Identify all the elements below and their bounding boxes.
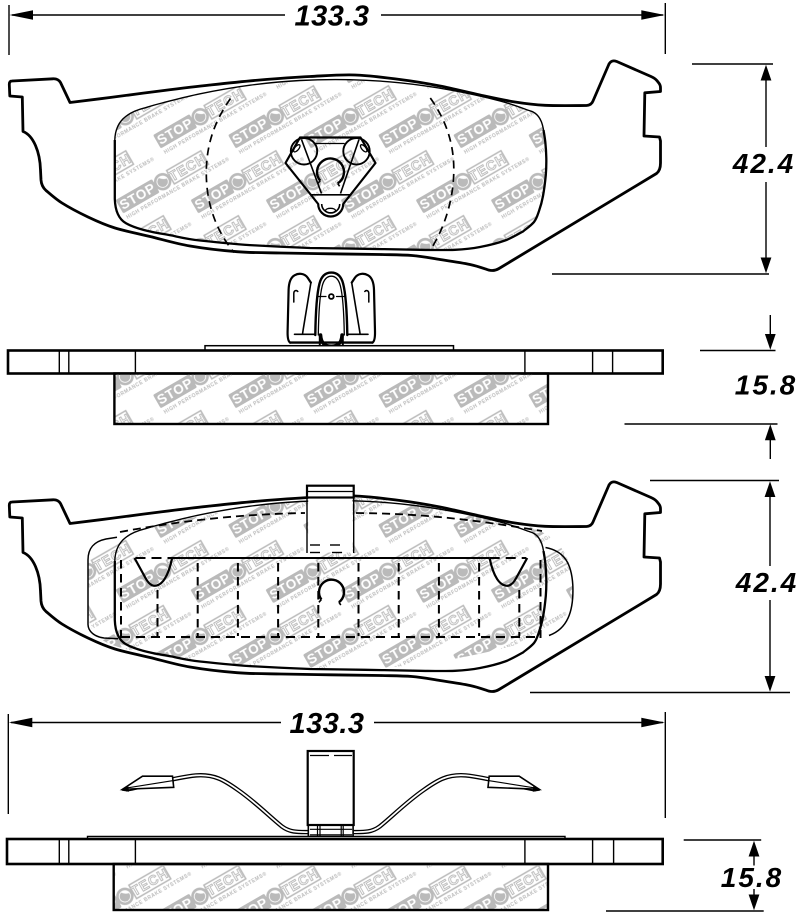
svg-text:133.3: 133.3 (294, 1, 369, 33)
svg-text:133.3: 133.3 (289, 708, 364, 740)
svg-text:42.4: 42.4 (735, 567, 799, 598)
svg-text:15.8: 15.8 (735, 370, 798, 401)
svg-text:42.4: 42.4 (732, 148, 796, 179)
svg-text:15.8: 15.8 (721, 862, 784, 893)
